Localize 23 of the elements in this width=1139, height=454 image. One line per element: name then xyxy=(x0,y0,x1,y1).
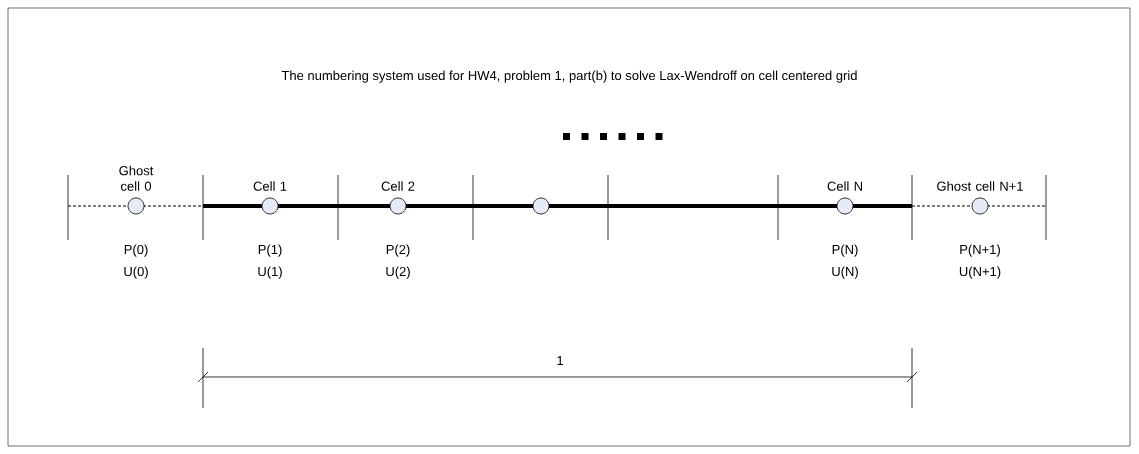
cell-center-circle xyxy=(389,197,407,215)
variable-label: U(1) xyxy=(258,266,282,279)
variable-label: P(0) xyxy=(124,244,148,257)
variable-label: P(N+1) xyxy=(960,244,1000,257)
cell-label: Cell 2 xyxy=(381,181,415,191)
variable-label: P(N) xyxy=(832,244,858,257)
cell-center-circle xyxy=(532,197,550,215)
variable-label: P(1) xyxy=(258,244,282,257)
cell-label: Ghost cell 0 xyxy=(119,165,154,191)
variable-label: U(N) xyxy=(832,266,858,279)
dimension-label: 1 xyxy=(557,356,563,365)
cell-center-circle xyxy=(836,197,854,215)
cell-center-circle xyxy=(261,197,279,215)
cell-label: Cell 1 xyxy=(253,181,287,191)
variable-label: U(0) xyxy=(124,266,148,279)
cell-label: Ghost cell N+1 xyxy=(937,181,1023,191)
variable-label: U(2) xyxy=(386,266,410,279)
cell-center-circle xyxy=(971,197,989,215)
title: The numbering system used for HW4, problem 1, part(b) to solve Lax-Wendroff on cell centered grid xyxy=(281,70,857,83)
variable-label: P(2) xyxy=(386,244,410,257)
cell-label: Cell N xyxy=(827,181,862,191)
cell-center-circle xyxy=(127,197,145,215)
variable-label: U(N+1) xyxy=(959,266,1001,279)
